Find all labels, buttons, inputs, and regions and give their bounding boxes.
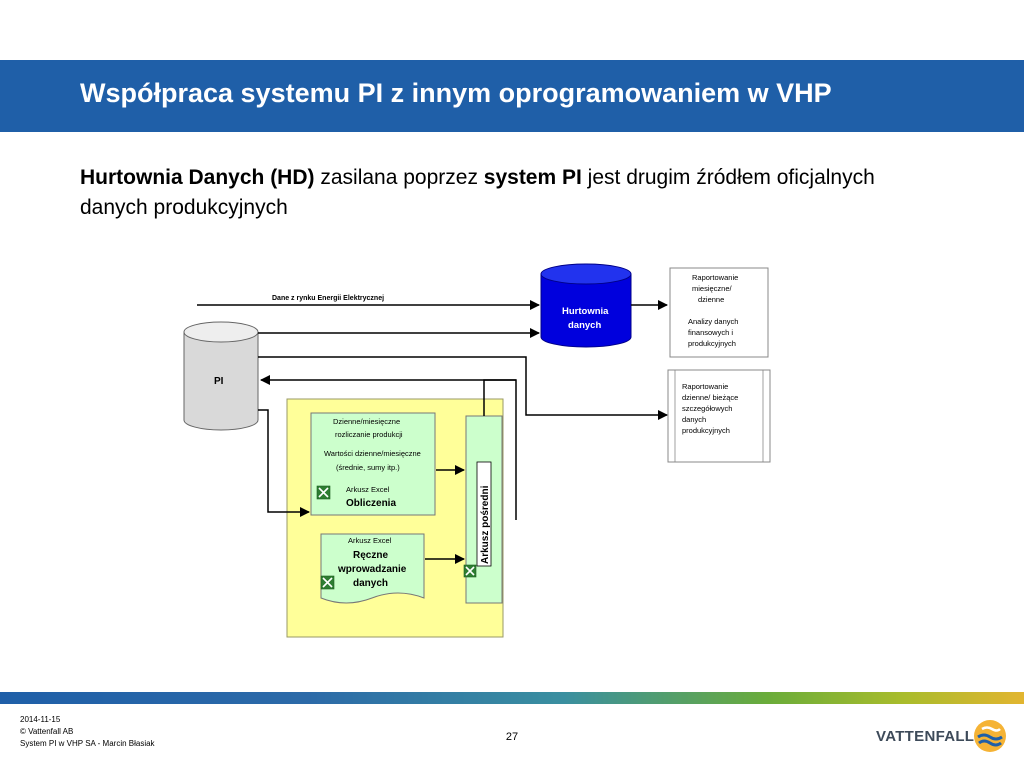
intermediate-label-box — [476, 461, 492, 567]
intro-text2: jest drugim źródłem oficjalnych danych p… — [80, 166, 875, 219]
report1-line6: produkcyjnych — [688, 339, 736, 348]
excel-icon — [320, 575, 335, 590]
footer-date: 2014-11-15 — [20, 715, 61, 724]
warehouse-line2: danych — [568, 320, 601, 331]
calc-line3: Wartości dzienne/miesięczne — [324, 449, 421, 458]
data-warehouse-cylinder — [540, 263, 632, 348]
calc-title: Obliczenia — [346, 498, 396, 509]
manual-line1: Arkusz Excel — [348, 536, 392, 545]
footer-subtitle: System PI w VHP SA - Marcin Błasiak — [20, 739, 155, 748]
report1-line1: Raportowanie — [692, 273, 738, 282]
report2-line5: produkcyjnych — [682, 426, 730, 435]
intro-pi-bold: system PI — [483, 166, 582, 189]
report2-line1: Raportowanie — [682, 382, 728, 391]
manual-title3: danych — [353, 578, 388, 589]
page-number: 27 — [505, 731, 519, 743]
report2-line4: danych — [682, 415, 706, 424]
warehouse-line1: Hurtownia — [562, 306, 609, 317]
manual-input-box — [320, 533, 425, 604]
calc-line5: Arkusz Excel — [346, 485, 390, 494]
vattenfall-logo-icon — [974, 720, 1006, 752]
footer-copyright: © Vattenfall AB — [20, 727, 74, 736]
manual-title1: Ręczne — [353, 550, 388, 561]
footer-info: 2014-11-15 © Vattenfall AB System PI w V… — [20, 714, 155, 750]
report1-line4: Analizy danych — [688, 317, 738, 326]
report1-line2: miesięczne/ — [692, 284, 733, 293]
report-box-daily — [667, 369, 771, 463]
market-data-label: Dane z rynku Energii Elektrycznej — [272, 295, 384, 302]
report1-line5: finansowych i — [688, 328, 733, 337]
pi-to-report-daily-line — [258, 356, 668, 420]
intermediate-label: Arkusz pośredni — [480, 485, 491, 564]
calculation-box — [310, 412, 436, 516]
report1-line3: dzienne — [698, 295, 724, 304]
report-box-monthly — [669, 267, 769, 358]
report2-line2: dzienne/ bieżące — [682, 393, 738, 402]
manual-title2: wprowadzanie — [337, 564, 407, 575]
intro-text1: zasilana poprzez — [314, 166, 484, 189]
calc-line1: Dzienne/miesięczne — [333, 417, 400, 426]
brand-name: VATTENFALL — [876, 728, 975, 745]
title-bar — [0, 60, 1024, 132]
intro-text: Hurtownia Danych (HD) zasilana poprzez s… — [80, 163, 940, 223]
pi-label: PI — [214, 376, 224, 387]
intro-hd-bold: Hurtownia Danych (HD) — [80, 166, 315, 189]
pi-to-calc-arrow — [258, 409, 310, 517]
calc-line2: rozliczanie produkcji — [335, 430, 403, 439]
slide-title: Współpraca systemu PI z innym oprogramow… — [80, 78, 832, 108]
pi-cylinder — [183, 321, 259, 431]
calc-line4: (średnie, sumy itp.) — [336, 463, 400, 472]
footer-gradient-line — [0, 692, 1024, 704]
excel-icon — [316, 485, 331, 500]
excel-icon — [463, 564, 477, 578]
report2-line3: szczegółowych — [682, 404, 732, 413]
